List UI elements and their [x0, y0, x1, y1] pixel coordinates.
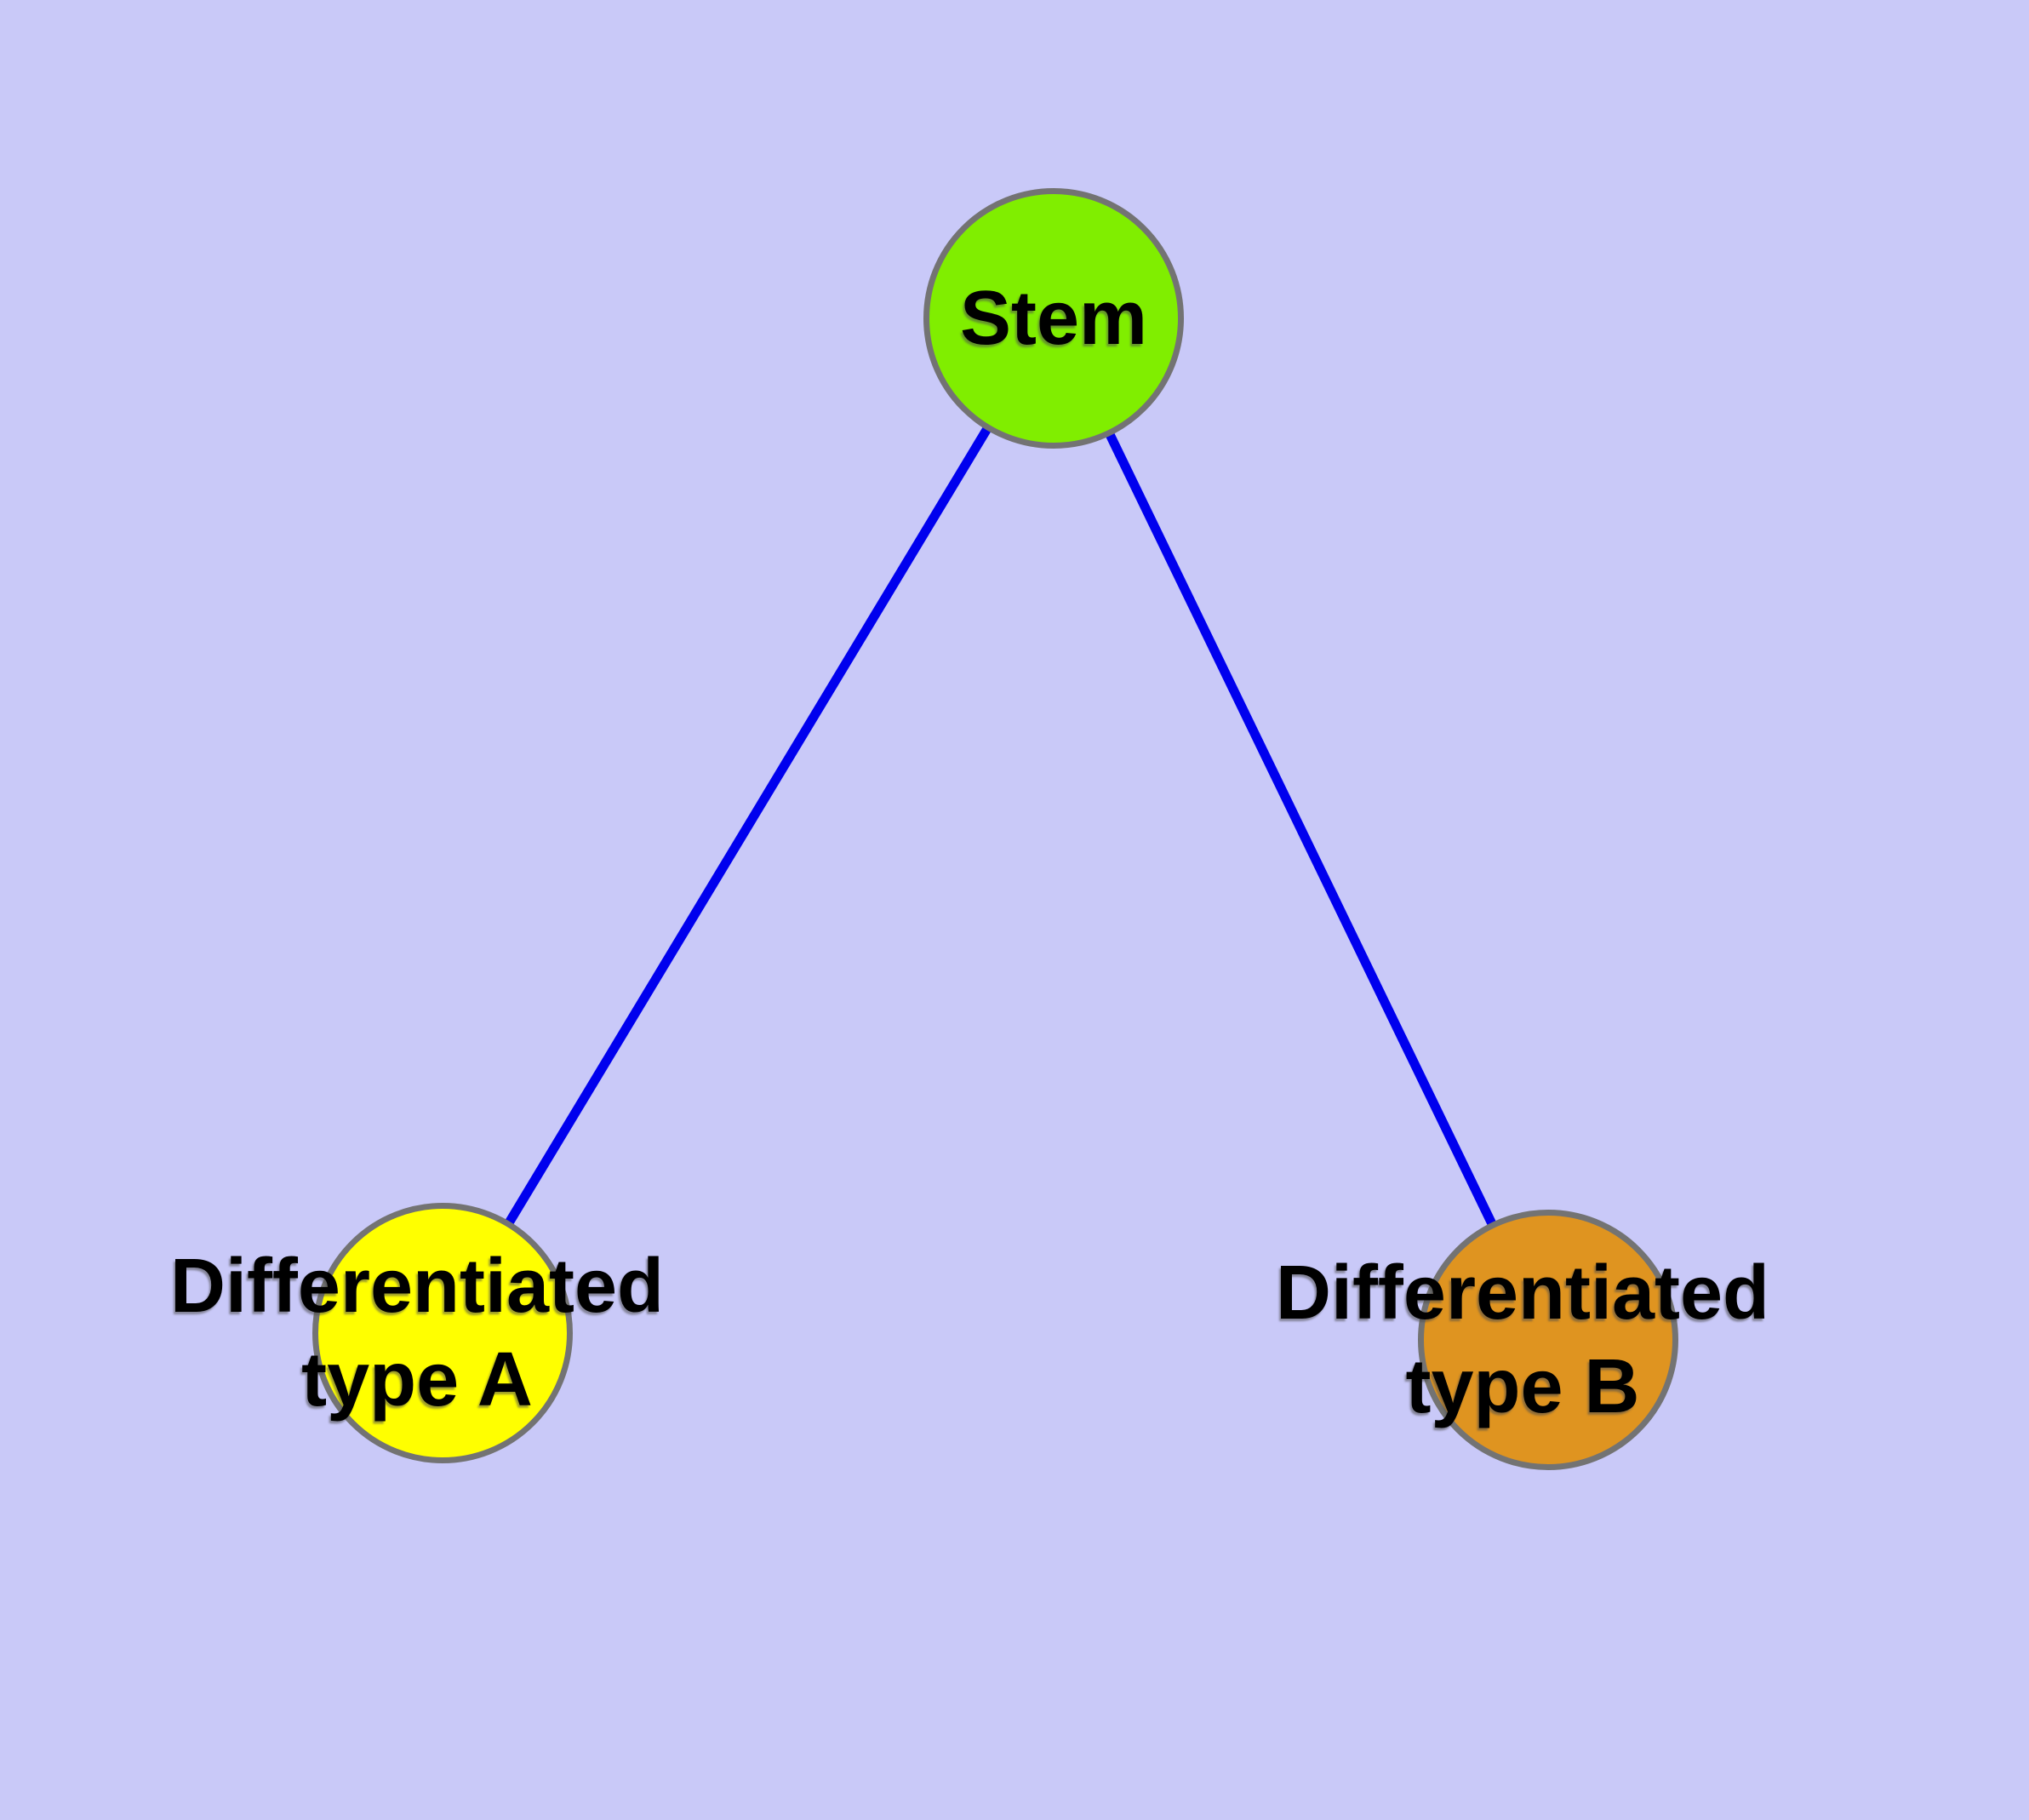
node-differentiated-type-b[interactable]: [1418, 1210, 1678, 1470]
edge-stem-to-type-a[interactable]: [438, 316, 1058, 1336]
edge-stem-to-type-b[interactable]: [1049, 316, 1552, 1342]
node-stem[interactable]: [923, 188, 1184, 449]
node-differentiated-type-a[interactable]: [312, 1203, 573, 1463]
